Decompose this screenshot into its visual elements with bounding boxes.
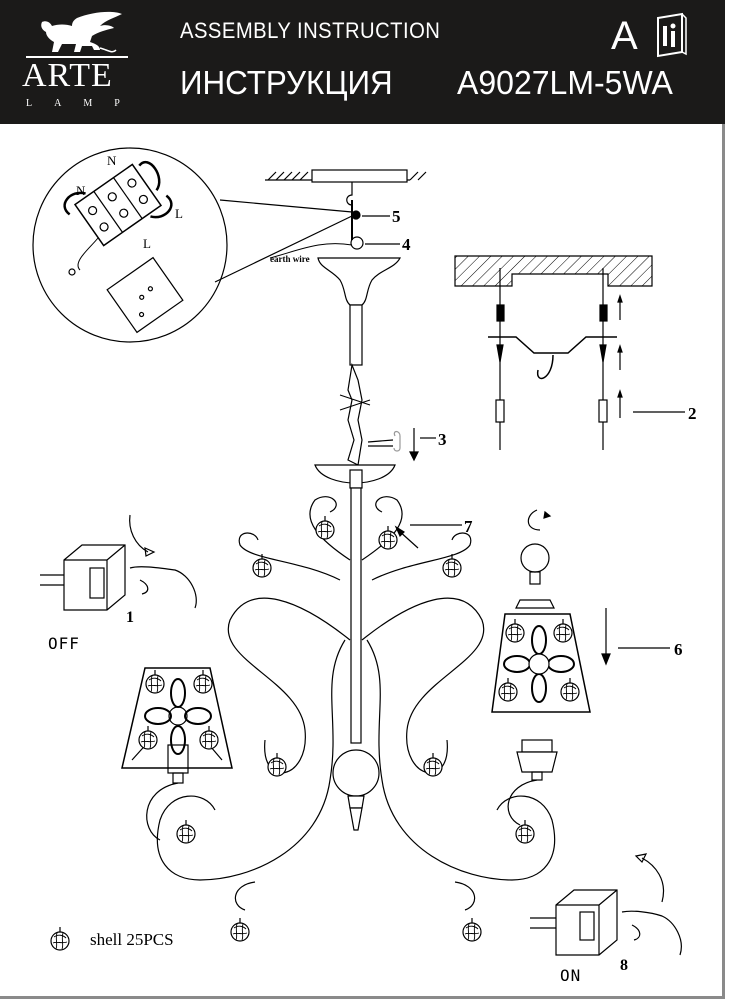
header-bar: ARTE LAMP ASSEMBLY INSTRUCTION ИНСТРУКЦИ… xyxy=(0,0,725,124)
step-number-3: 3 xyxy=(438,430,447,449)
switch-off-illustration xyxy=(40,514,197,611)
shell-pendant xyxy=(423,752,443,777)
shell-pendant xyxy=(315,515,335,540)
switch-off-caption: OFF xyxy=(48,634,80,653)
label-live-2: L xyxy=(143,236,151,251)
language-code: A xyxy=(611,14,638,58)
shell-legend-icon xyxy=(50,926,70,951)
winged-lion-logo-icon xyxy=(26,11,128,58)
brand-logo: ARTE xyxy=(22,57,113,94)
assembly-diagram: N N L L earth wire 5 4 3 xyxy=(32,147,697,974)
step-number-6: 6 xyxy=(674,640,683,659)
lampshade-left xyxy=(121,667,233,784)
model-number: A9027LM-5WA xyxy=(457,64,673,101)
shell-pendant xyxy=(267,752,287,777)
step-number-8: 8 xyxy=(620,957,628,974)
shell-pendant xyxy=(462,917,482,942)
lampshade-right xyxy=(491,509,591,826)
step-number-4: 4 xyxy=(402,235,411,254)
chain-hook-detail: 3 xyxy=(367,428,447,462)
step-number-2: 2 xyxy=(688,404,697,423)
label-neutral-2: N xyxy=(76,183,86,198)
switch-on-caption: ON xyxy=(560,966,582,985)
shell-pendant xyxy=(252,553,272,578)
step-number-5: 5 xyxy=(392,207,401,226)
step-number-1: 1 xyxy=(126,609,134,626)
earth-wire-label: earth wire xyxy=(270,254,310,264)
shell-pendant xyxy=(230,917,250,942)
parts-note: shell 25PCS xyxy=(90,930,174,949)
shell-pendant xyxy=(378,525,398,550)
label-neutral-1: N xyxy=(107,153,117,168)
step-number-7: 7 xyxy=(464,517,473,536)
title-english: ASSEMBLY INSTRUCTION xyxy=(180,18,441,43)
label-live-1: L xyxy=(175,206,183,221)
switch-on-illustration xyxy=(530,853,682,956)
ceiling-mount xyxy=(265,169,427,466)
brand-subtitle: LAMP xyxy=(26,98,142,109)
ceiling-bracket-detail: 2 xyxy=(454,255,697,450)
title-russian: ИНСТРУКЦИЯ xyxy=(180,64,393,101)
shell-pendant xyxy=(515,819,535,844)
manual-book-icon xyxy=(657,12,687,58)
wiring-detail: N N L L xyxy=(32,147,353,343)
shell-pendant xyxy=(176,819,196,844)
